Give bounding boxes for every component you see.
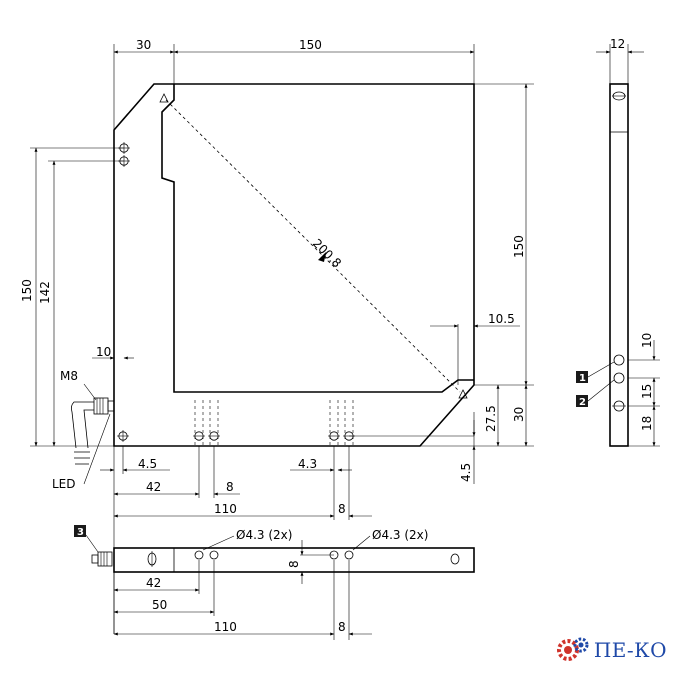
dim-4-5-right: 4.5 [459,463,473,482]
logo-text: ПЕ-КО [593,638,667,662]
dim-8-b: 8 [338,502,346,516]
dim-right-150: 150 [512,235,526,258]
mounting-holes-left [117,142,130,442]
dim-bottom-110: 110 [214,620,237,634]
dim-bottom-8: 8 [287,560,301,568]
dim-110: 110 [214,502,237,516]
dim-4-3: 4.3 [298,457,317,471]
bottom-connector [91,551,113,567]
dim-bottom-42: 42 [146,576,161,590]
side-lens-1 [613,354,625,366]
dim-top-150: 150 [299,38,322,52]
bottom-end-hole [450,553,460,565]
dim-side-18: 18 [640,416,654,431]
beam-arrow-icon [318,252,326,262]
svg-text:3: 3 [77,527,84,538]
label-led: LED [52,477,76,491]
brand-logo: ПЕ-КО [556,635,667,665]
dim-10-5: 10.5 [488,312,515,326]
dim-side-15: 15 [640,384,654,399]
gear-icon [556,637,589,661]
dim-4-5-bottom: 4.5 [138,457,157,471]
bottom-view: 3 Ø4.3 (2x) Ø4.3 (2x) 8 42 50 110 [74,525,475,640]
svg-text:1: 1 [579,373,586,384]
dim-27-5: 27.5 [484,405,498,432]
side-view: 12 10 15 18 1 2 [576,37,660,447]
dim-hole-dia-a: Ø4.3 (2x) [236,528,292,542]
optic-marker-top [159,93,169,103]
dim-bottom-8b: 8 [338,620,346,634]
dim-diagonal: 200.8 [310,236,344,270]
dim-8-a: 8 [226,480,234,494]
dim-30-right: 30 [512,407,526,422]
dimensions-front: 30 150 200.8 150 10.5 150 142 10 M8 LED … [20,38,528,518]
mounting-holes-bottom [193,400,355,446]
callout-2: 2 [576,379,615,408]
callout-3: 3 [74,525,99,553]
dim-10-led: 10 [96,345,111,359]
callout-1: 1 [576,361,615,384]
label-m8: M8 [60,369,78,383]
optic-marker-bottom [458,389,468,399]
dim-side-10: 10 [640,333,654,348]
dim-42: 42 [146,480,161,494]
m8-connector [70,397,115,465]
dim-left-142: 142 [38,281,52,304]
side-profile [609,83,629,447]
frame-inner-edge [161,84,474,393]
svg-text:2: 2 [579,397,586,408]
dim-left-150: 150 [20,279,34,302]
dim-top-30: 30 [136,38,151,52]
dim-hole-dia-b: Ø4.3 (2x) [372,528,428,542]
dim-side-12: 12 [610,37,625,51]
dim-bottom-50: 50 [152,598,167,612]
front-view: 30 150 200.8 150 10.5 150 142 10 M8 LED … [20,38,534,634]
side-lens-2 [613,372,625,384]
bottom-profile [113,547,475,573]
